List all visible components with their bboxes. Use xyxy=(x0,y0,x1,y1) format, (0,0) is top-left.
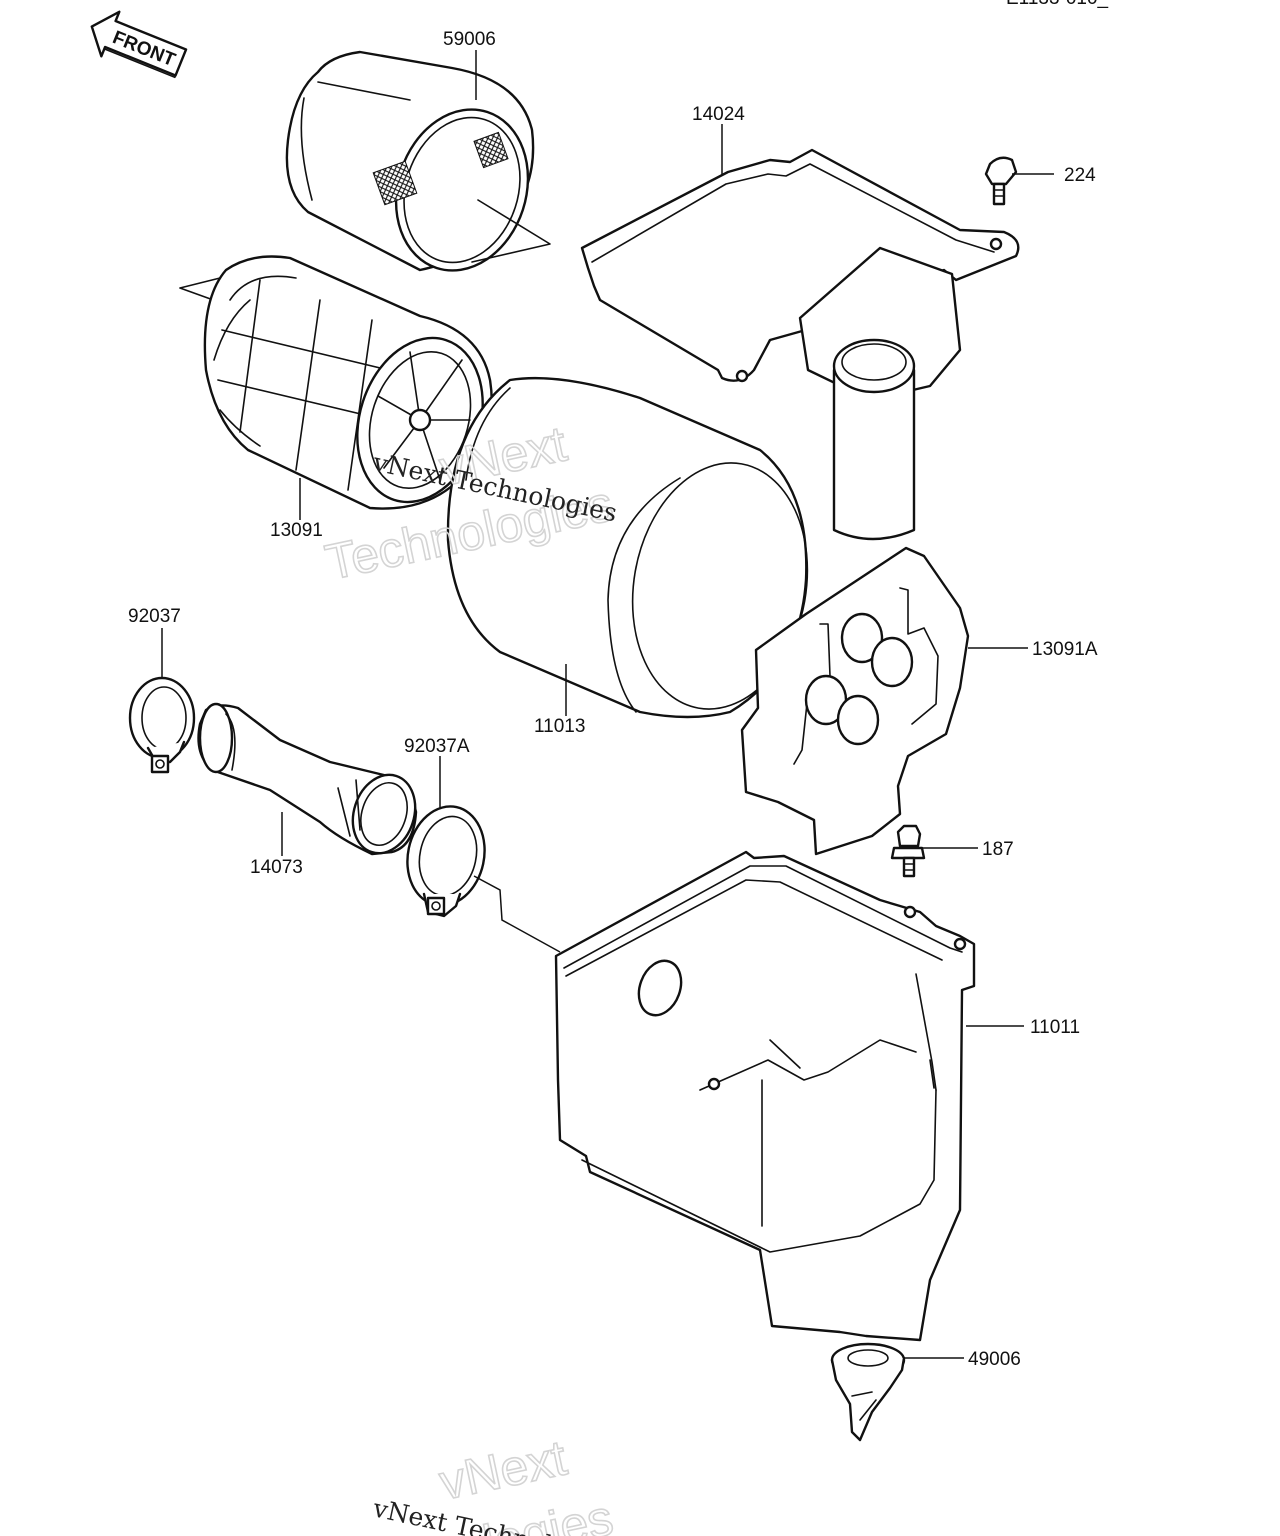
part-labels: 59006 14024 224 13091 13091A 11013 92037… xyxy=(128,29,1098,1370)
label-14024: 14024 xyxy=(692,104,745,125)
label-14073: 14073 xyxy=(250,857,303,878)
part-14073-duct[interactable] xyxy=(197,702,425,861)
part-11013-air-filter[interactable] xyxy=(446,376,826,723)
label-59006: 59006 xyxy=(443,29,496,50)
part-13091A-plate[interactable] xyxy=(740,546,970,856)
watermark-bottom: vNext Technologies vNext Technologies xyxy=(320,1429,620,1536)
label-187: 187 xyxy=(982,839,1014,860)
label-11013: 11013 xyxy=(534,716,585,737)
part-92037-clamp[interactable] xyxy=(128,676,196,774)
leader-lines xyxy=(161,50,1054,1359)
label-49006: 49006 xyxy=(968,1349,1021,1370)
part-14024-snorkel[interactable] xyxy=(798,246,962,541)
ref-code: E1133-010_ xyxy=(1006,0,1109,9)
label-224: 224 xyxy=(1064,165,1096,186)
label-92037A: 92037A xyxy=(404,736,470,757)
label-92037: 92037 xyxy=(128,606,181,627)
part-92037A-clamp[interactable] xyxy=(398,799,493,918)
label-11011: 11011 xyxy=(1030,1017,1080,1038)
front-arrow-icon: FRONT xyxy=(90,10,188,79)
part-11011-case[interactable] xyxy=(554,850,976,1342)
part-224-bolt[interactable] xyxy=(984,156,1018,206)
part-49006-drain-cap[interactable] xyxy=(830,1342,906,1442)
part-59006-element-filter[interactable] xyxy=(285,50,551,288)
label-13091A: 13091A xyxy=(1032,639,1098,660)
label-13091: 13091 xyxy=(270,520,323,541)
watermark-line1-bottom: vNext xyxy=(435,1429,572,1510)
part-187-bolt[interactable] xyxy=(890,824,926,878)
